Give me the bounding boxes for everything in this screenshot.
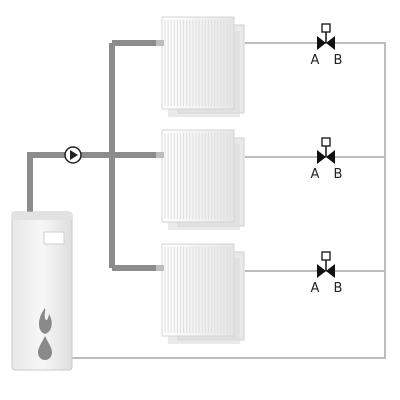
- radiator: [156, 243, 245, 344]
- radiator: [156, 129, 245, 230]
- valve-port-a-label: A: [311, 53, 320, 68]
- valve-port-a-label: A: [311, 167, 320, 182]
- valve-port-b-label: B: [334, 53, 343, 68]
- flame-icon: [38, 308, 52, 334]
- boiler-control-panel: [43, 231, 65, 245]
- valve-port-a-label: A: [311, 281, 320, 296]
- valve-port-b-label: B: [334, 281, 343, 296]
- radiator: [156, 16, 245, 117]
- pump-icon: [70, 150, 78, 160]
- supply-pipes: [27, 40, 162, 271]
- pump: [64, 146, 82, 164]
- boiler: [11, 211, 73, 371]
- return-pipes: [72, 42, 386, 359]
- valve-port-b-label: B: [334, 167, 343, 182]
- oil-drop-icon: [38, 336, 52, 360]
